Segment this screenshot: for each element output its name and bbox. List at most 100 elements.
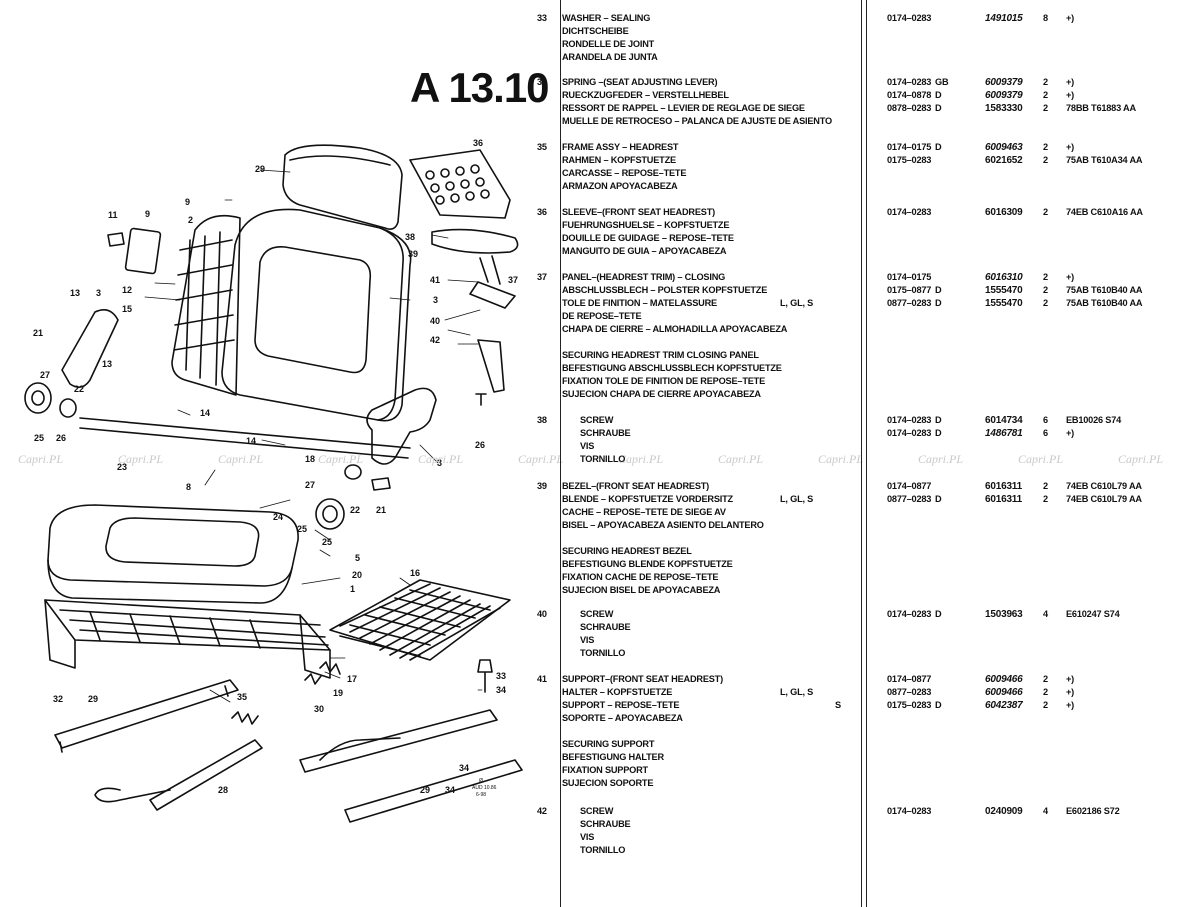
parts-row: TORNILLO <box>535 844 1200 857</box>
part-description: SCHRAUBE <box>580 428 631 438</box>
callout: 3 <box>96 288 101 298</box>
callout: 37 <box>508 275 518 285</box>
part-description: ARMAZON APOYACABEZA <box>562 181 678 191</box>
production-dates: 0877–0283 <box>887 494 932 504</box>
part-number: 1503963 <box>985 609 1023 620</box>
model-variant: S <box>835 700 841 710</box>
part-description: CACHE – REPOSE–TETE DE SIEGE AV <box>562 507 726 517</box>
callout: 9 <box>185 197 190 207</box>
parts-row: MUELLE DE RETROCESO – PALANCA DE AJUSTE … <box>535 115 1200 128</box>
parts-row: CACHE – REPOSE–TETE DE SIEGE AV <box>535 506 1200 519</box>
callout: 9 <box>145 209 150 219</box>
ford-number: +) <box>1066 428 1075 438</box>
callout: 26 <box>475 440 485 450</box>
callout: 13 <box>70 288 80 298</box>
callout: 14 <box>200 408 210 418</box>
part-number: 1555470 <box>985 285 1023 296</box>
parts-row: SOPORTE – APOYACABEZA <box>535 712 1200 725</box>
watermark: Capri.PL <box>918 452 964 466</box>
ref-number: 33 <box>537 13 547 23</box>
ford-number: +) <box>1066 687 1075 697</box>
quantity: 2 <box>1043 155 1048 165</box>
production-dates: 0174–0283 <box>887 13 932 23</box>
watermark: Capri.PL <box>218 452 264 466</box>
part-description: FIXATION SUPPORT <box>562 765 648 775</box>
callout: 3 <box>437 458 442 468</box>
part-description: ARANDELA DE JUNTA <box>562 52 658 62</box>
ford-number: +) <box>1066 90 1075 100</box>
part-number: 6016311 <box>985 481 1022 492</box>
callout: 27 <box>40 370 50 380</box>
part-description: ABSCHLUSSBLECH – POLSTER KOPFSTUETZE <box>562 285 768 295</box>
part-description: MANGUITO DE GUIA – APOYACABEZA <box>562 246 727 256</box>
watermark: Capri.PL <box>118 452 164 466</box>
quantity: 2 <box>1043 90 1048 100</box>
part-description: VIS <box>580 832 595 842</box>
callout: 34 <box>496 685 506 695</box>
headrest-bezel-drawing <box>431 228 519 254</box>
production-dates: 0174–0283 <box>887 415 932 425</box>
part-description: TORNILLO <box>580 648 626 658</box>
ref-number: 38 <box>537 415 547 425</box>
part-number: 6009466 <box>985 674 1023 685</box>
callout: 29 <box>88 694 98 704</box>
part-number: 0240909 <box>985 806 1023 817</box>
ford-number: E602186 S72 <box>1066 806 1120 816</box>
headrest-panel-drawing <box>409 149 511 219</box>
part-number: 6009463 <box>985 142 1023 153</box>
part-number: 6009379 <box>985 90 1023 101</box>
callout: 13 <box>102 359 112 369</box>
callout: 27 <box>305 480 315 490</box>
quantity: 2 <box>1043 674 1048 684</box>
part-description: BEZEL–(FRONT SEAT HEADREST) <box>562 481 710 491</box>
parts-row: RESSORT DE RAPPEL – LEVIER DE REGLAGE DE… <box>535 102 1200 115</box>
part-description: FIXATION TOLE DE FINITION DE REPOSE–TETE <box>562 376 765 386</box>
parts-row: BEFESTIGUNG ABSCHLUSSBLECH KOPFSTUETZE <box>535 362 1200 375</box>
country-code: D <box>935 428 942 438</box>
callout: 18 <box>305 454 315 464</box>
parts-row: ARANDELA DE JUNTA <box>535 51 1200 64</box>
parts-row: VIS <box>535 440 1200 453</box>
parts-row: SECURING HEADREST TRIM CLOSING PANEL <box>535 349 1200 362</box>
part-description: CARCASSE – REPOSE–TETE <box>562 168 687 178</box>
parts-row: FUEHRUNGSHUELSE – KOPFSTUETZE <box>535 219 1200 232</box>
watermark: Capri.PL <box>1118 452 1164 466</box>
parts-row: DE REPOSE–TETE <box>535 310 1200 323</box>
country-code: D <box>935 142 942 152</box>
part-description: CHAPA DE CIERRE – ALMOHADILLA APOYACABEZ… <box>562 324 788 334</box>
callout: 5 <box>355 553 360 563</box>
part-description: RONDELLE DE JOINT <box>562 39 655 49</box>
callout: 25 <box>297 524 307 534</box>
part-description: HALTER – KOPFSTUETZE <box>562 687 673 697</box>
callout: 28 <box>218 785 228 795</box>
quantity: 2 <box>1043 687 1048 697</box>
part-description: FRAME ASSY – HEADREST <box>562 142 679 152</box>
parts-row: SCHRAUBE <box>535 621 1200 634</box>
callout: 38 <box>405 232 415 242</box>
rail-center-drawing <box>149 739 263 811</box>
country-code: GB <box>935 77 949 87</box>
ford-number: 74EB C610A16 AA <box>1066 207 1143 217</box>
parts-row <box>535 532 1200 545</box>
headrest-drawing <box>282 144 403 230</box>
watermark: Capri.PL <box>318 452 364 466</box>
watermark: Capri.PL <box>518 452 564 466</box>
quantity: 2 <box>1043 494 1048 504</box>
callout: 8 <box>186 482 191 492</box>
part-number: 1555470 <box>985 298 1023 309</box>
callout: 39 <box>408 249 418 259</box>
exploded-seat-diagram: 29 9 11 9 2 36 38 39 41 37 40 42 26 3 12… <box>24 138 523 823</box>
